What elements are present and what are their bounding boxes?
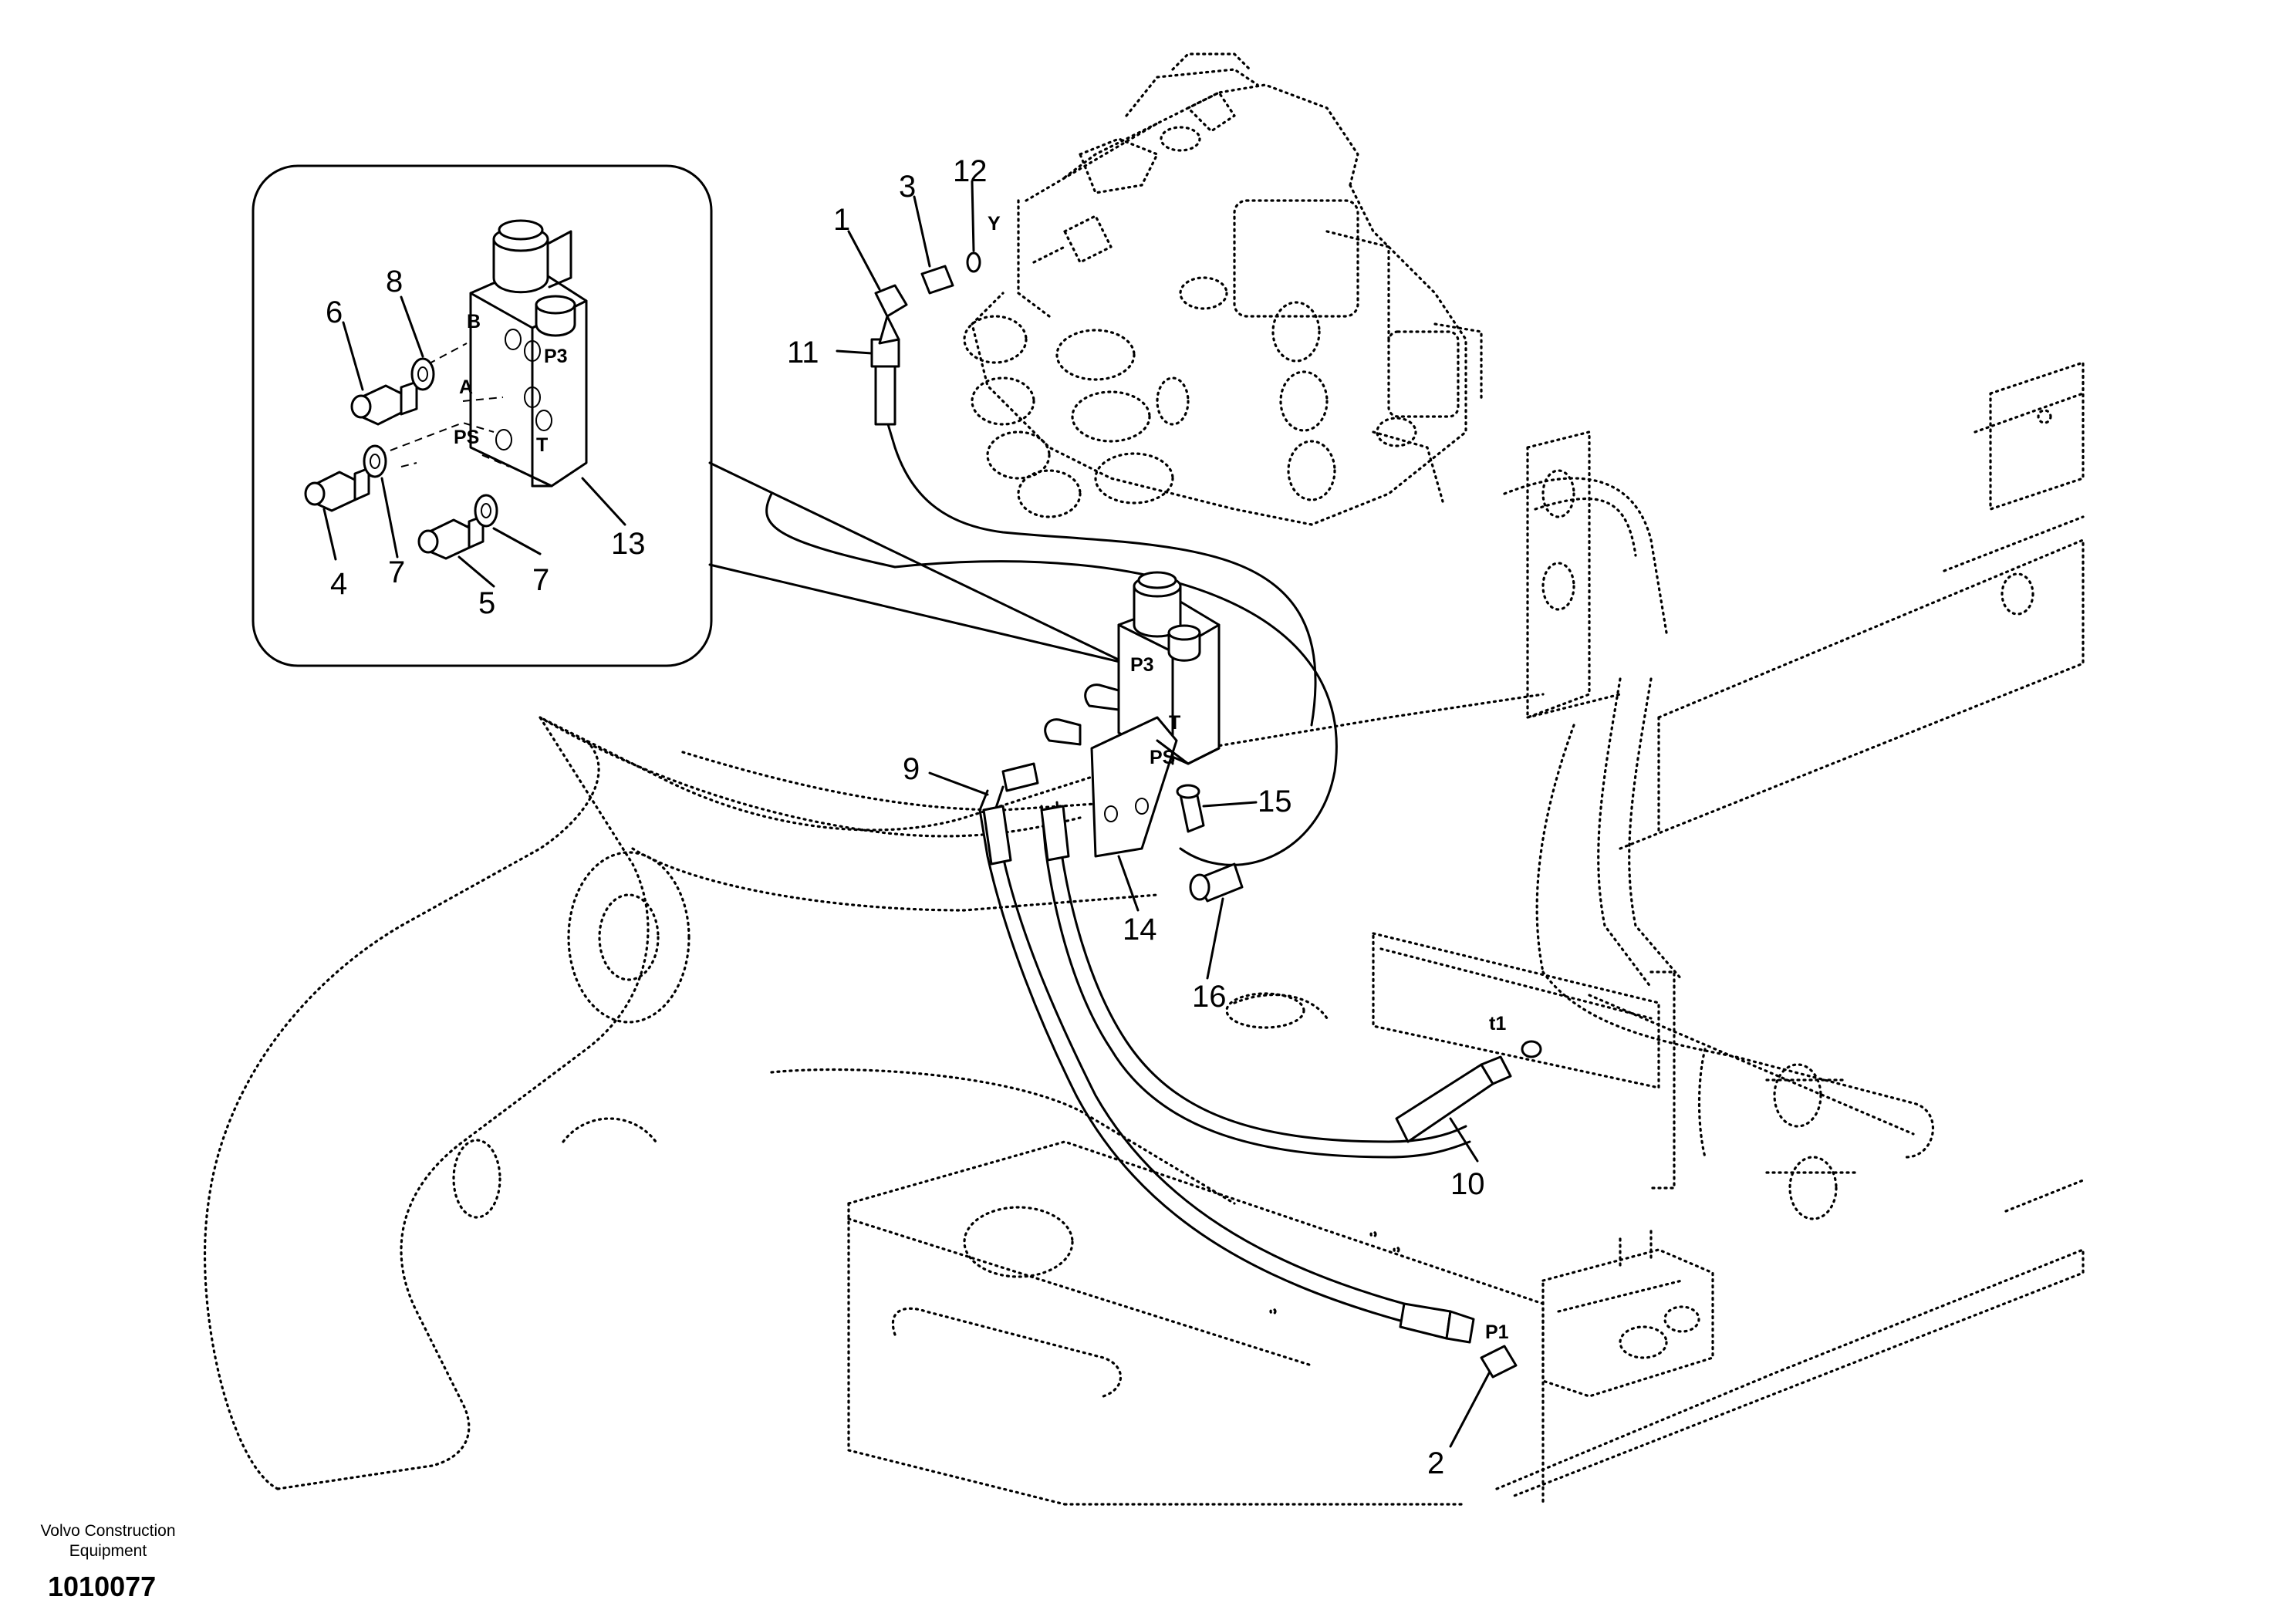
brand-label: Volvo Construction Equipment: [40, 1522, 176, 1560]
callout-7b: 7: [532, 563, 549, 597]
callout-9: 9: [903, 752, 920, 786]
detail-port-a: A: [459, 376, 473, 398]
solenoid-valve-assembly: P3 T PS: [1001, 571, 1244, 903]
callout-11: 11: [787, 336, 819, 370]
port-t1: t1: [1489, 1013, 1506, 1034]
drawing-number: 1010077: [48, 1571, 157, 1602]
callout-15: 15: [1258, 785, 1292, 818]
callout-4: 4: [330, 567, 347, 601]
callout-10: 10: [1450, 1167, 1485, 1201]
main-control-valve: [963, 52, 1483, 526]
callout-13: 13: [611, 527, 646, 561]
callout-6: 6: [326, 295, 343, 329]
main-port-t: T: [1169, 712, 1180, 734]
callout-3: 3: [899, 170, 916, 204]
main-port-ps: PS: [1150, 747, 1175, 768]
callout-7a: 7: [388, 555, 405, 589]
machine-frame: [203, 361, 2085, 1506]
pipe-clamps: [1526, 430, 1622, 719]
detail-inset: B P3 A PS T: [252, 164, 713, 667]
detail-fitting-4: [304, 467, 370, 512]
detail-fitting-5: [417, 515, 485, 560]
callout-8: 8: [386, 265, 403, 299]
magnifier-lines: [708, 461, 1338, 866]
detail-port-ps: PS: [454, 427, 479, 448]
callout-12: 12: [953, 154, 988, 188]
callout-2: 2: [1427, 1446, 1444, 1480]
callout-numbers: 1 3 12 11 9 15 14 16 10 2 6 8 4 7 5 7 13: [326, 154, 1485, 1480]
port-p1: P1: [1485, 1321, 1509, 1343]
detail-port-t: T: [536, 434, 548, 456]
detail-port-b: B: [467, 311, 481, 332]
port-y: Y: [988, 213, 1001, 235]
callout-leaders: [836, 180, 1491, 1448]
callout-16: 16: [1192, 980, 1227, 1014]
main-port-p3: P3: [1130, 654, 1154, 676]
callout-1: 1: [833, 203, 850, 237]
detail-fitting-6: [350, 380, 418, 426]
callout-5: 5: [478, 586, 495, 620]
detail-port-p3: P3: [544, 346, 568, 367]
hoses: [870, 251, 1542, 1379]
callout-14: 14: [1123, 913, 1157, 947]
